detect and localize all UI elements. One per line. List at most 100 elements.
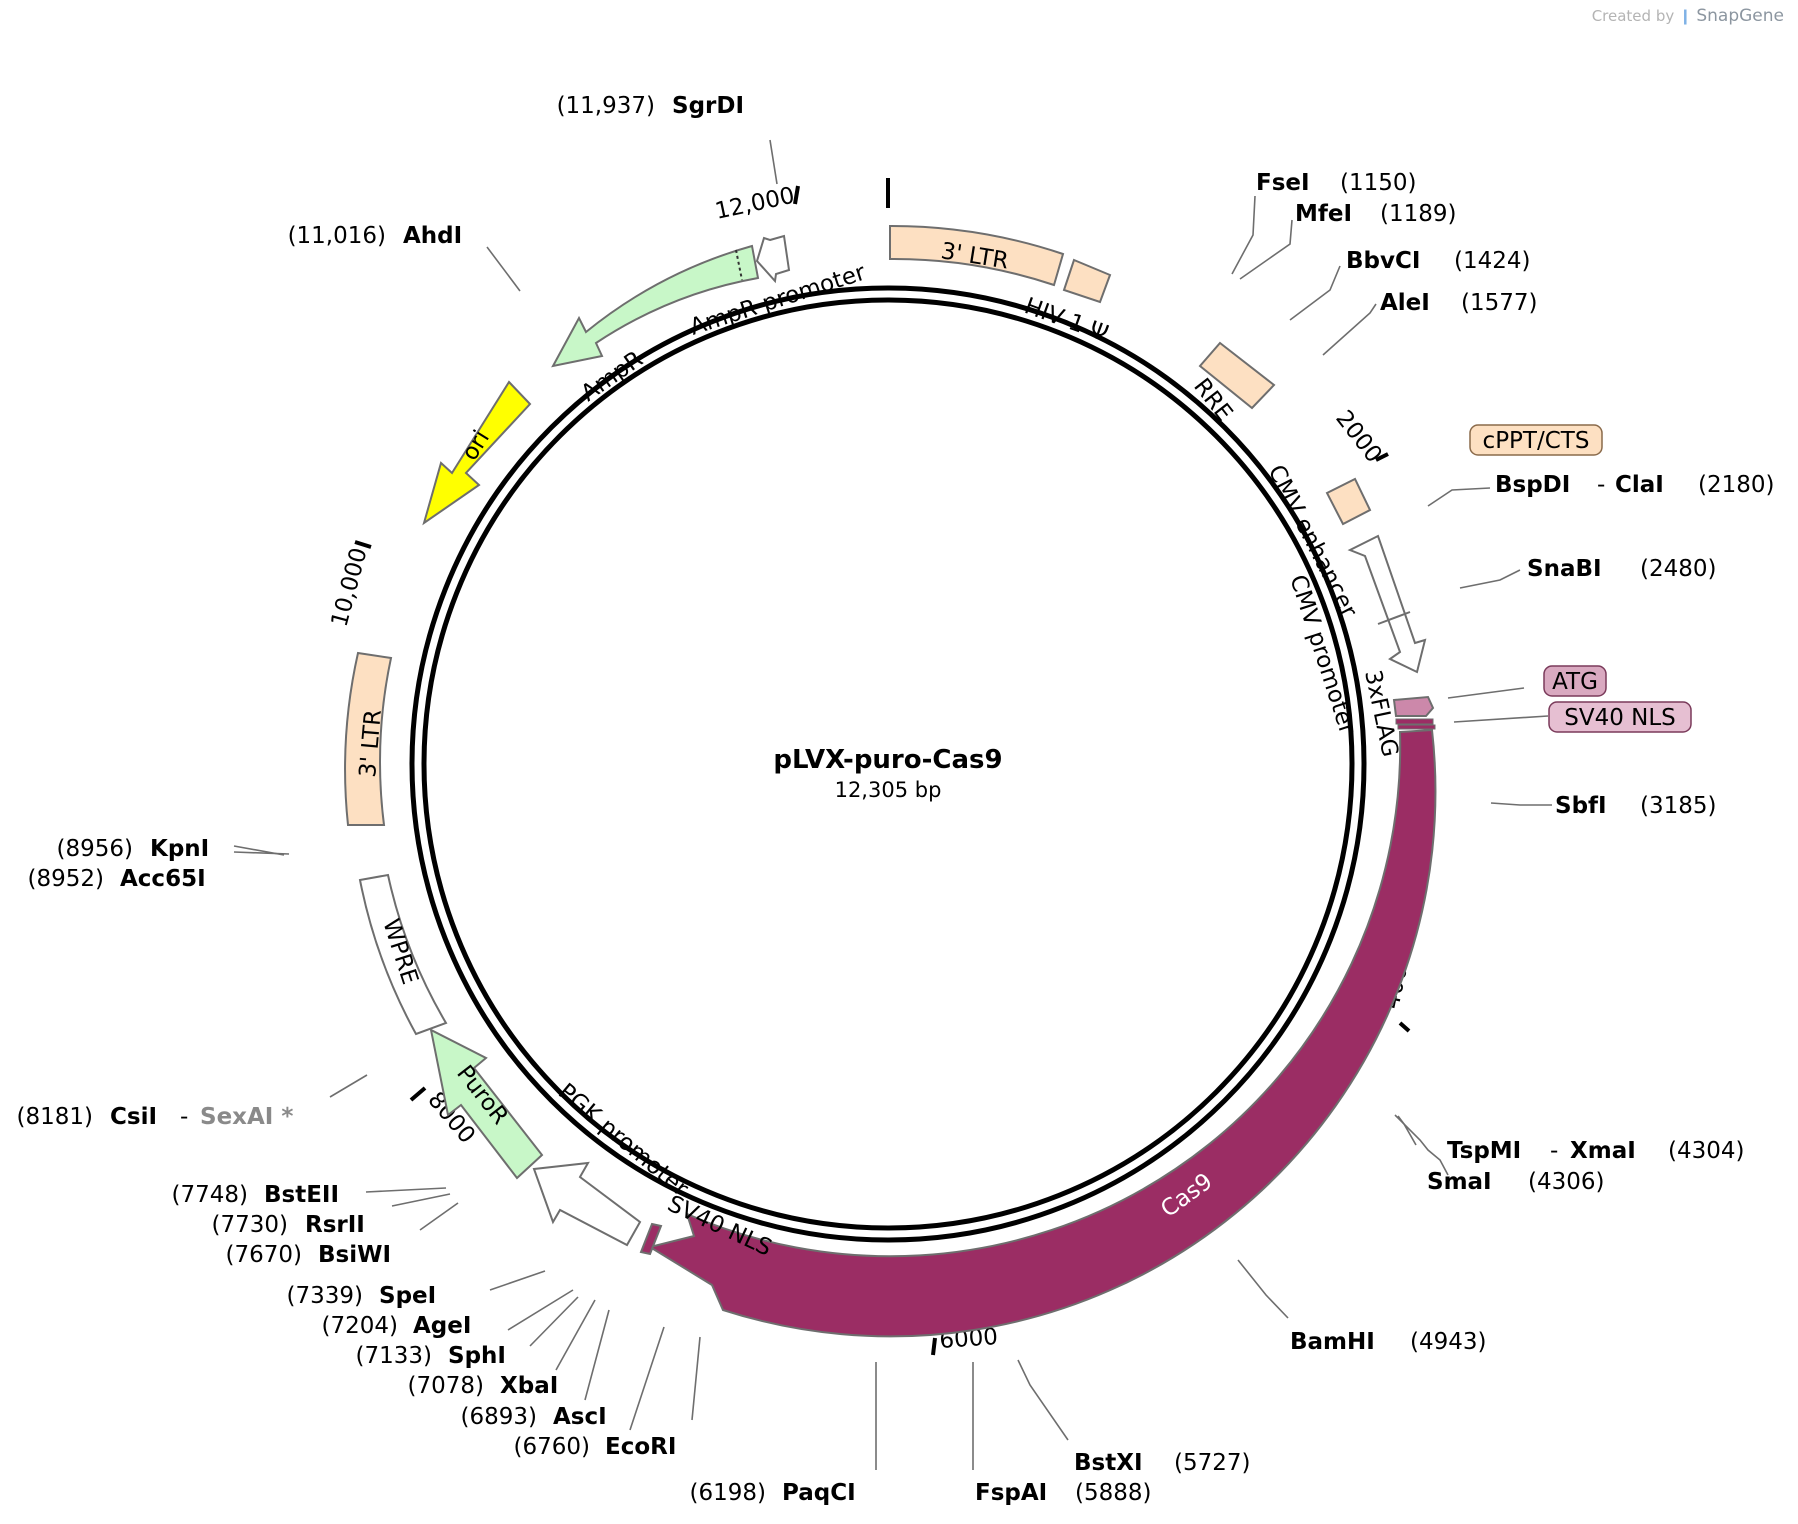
feature-ampr[interactable] (551, 244, 760, 368)
feature-hiv-psi[interactable] (1062, 258, 1112, 304)
svg-text:SmaI: SmaI (1427, 1169, 1492, 1195)
svg-text:RsrII: RsrII (305, 1212, 365, 1238)
svg-text:ATG: ATG (1552, 669, 1598, 695)
svg-text:(1424): (1424) (1454, 248, 1530, 274)
svg-text:XmaI: XmaI (1570, 1138, 1636, 1164)
boxed-label-atg: ATG (1543, 665, 1607, 697)
tick-6000 (931, 1337, 937, 1356)
enzyme-labels-left: (6198) PaqCI (6760) EcoRI (6893) AscI (7078… (17, 93, 856, 1506)
enzyme-fspai: FspAI(5888) (975, 1480, 1151, 1506)
feature-cas9[interactable] (647, 728, 1437, 1338)
enzyme-asci: (6893) AscI (461, 1404, 607, 1430)
enzyme-bspdi-clai: BspDI - ClaI (2180) (1495, 472, 1774, 498)
svg-text:FspAI: FspAI (975, 1480, 1047, 1506)
feature-ori[interactable] (422, 380, 532, 526)
enzyme-fsei: FseI (1150) (1256, 170, 1416, 196)
svg-text:BamHI: BamHI (1290, 1329, 1375, 1355)
feature-ampr-promoter[interactable] (755, 234, 791, 284)
ticks (354, 178, 1411, 1356)
svg-text:ClaI: ClaI (1615, 472, 1664, 498)
svg-text:(7204): (7204) (322, 1313, 398, 1339)
svg-text:SbfI: SbfI (1555, 793, 1607, 819)
feature-ltr-left[interactable] (344, 651, 393, 826)
svg-text:(5727): (5727) (1174, 1450, 1250, 1476)
enzyme-alei: AleI(1577) (1380, 290, 1537, 316)
svg-text:AleI: AleI (1380, 290, 1430, 316)
svg-text:(1150): (1150) (1340, 170, 1416, 196)
feature-nls-bottom[interactable] (639, 1222, 663, 1256)
plasmid-size: 12,305 bp (835, 778, 942, 802)
tick-10000 (354, 540, 372, 549)
feature-cppt[interactable] (1325, 477, 1372, 526)
svg-text:-: - (1597, 472, 1605, 498)
svg-text:(1189): (1189) (1380, 201, 1456, 227)
boxed-label-sv40nls: SV40 NLS (1548, 701, 1692, 733)
svg-text:FseI: FseI (1256, 170, 1310, 196)
svg-text:MfeI: MfeI (1295, 201, 1352, 227)
feature-puror[interactable] (429, 1028, 544, 1180)
enzyme-bbvci: BbvCI (1424) (1346, 248, 1530, 274)
feature-cmv-arrow[interactable] (1347, 534, 1427, 674)
enzyme-acc65i: (8952) Acc65I (28, 866, 206, 892)
feature-ampr-divider (735, 249, 743, 281)
enzyme-agei: (7204)AgeI (322, 1313, 472, 1339)
plasmid-name: pLVX-puro-Cas9 (773, 745, 1002, 775)
svg-text:KpnI: KpnI (150, 836, 209, 862)
svg-text:XbaI: XbaI (500, 1373, 558, 1399)
enzyme-bamhi: BamHI (4943) (1290, 1329, 1486, 1355)
svg-text:PaqCI: PaqCI (782, 1480, 856, 1506)
svg-text:(6198): (6198) (690, 1480, 766, 1506)
svg-text:(6760): (6760) (514, 1434, 590, 1460)
svg-text:AscI: AscI (553, 1404, 607, 1430)
enzyme-rsrii: (7730) RsrII (212, 1212, 365, 1238)
svg-text:-: - (1550, 1138, 1558, 1164)
svg-text:(4304): (4304) (1668, 1138, 1744, 1164)
tick-12000 (793, 185, 800, 205)
svg-text:(8952): (8952) (28, 866, 104, 892)
enzyme-smai: SmaI (4306) (1427, 1169, 1604, 1195)
enzyme-xbai: (7078) XbaI (408, 1373, 559, 1399)
svg-text:Acc65I: Acc65I (120, 866, 206, 892)
svg-text:cPPT/CTS: cPPT/CTS (1483, 428, 1590, 454)
svg-text:SgrDI: SgrDI (672, 93, 744, 119)
feature-3xflag[interactable] (1395, 718, 1434, 725)
enzyme-labels-right: FseI (1150) MfeI (1189) BbvCI (1424) AleI(1… (975, 170, 1774, 1506)
svg-text:AhdI: AhdI (403, 223, 462, 249)
enzyme-leader-lines (233, 139, 1552, 1470)
feature-rre[interactable] (1198, 341, 1276, 410)
svg-text:(7730): (7730) (212, 1212, 288, 1238)
tick-label-10000: 10,000 (327, 545, 373, 629)
svg-text:(7748): (7748) (172, 1182, 248, 1208)
enzyme-ecori: (6760) EcoRI (514, 1434, 677, 1460)
svg-text:CsiI: CsiI (110, 1104, 157, 1130)
enzyme-snabi: SnaBI(2480) (1527, 556, 1716, 582)
backbone-inner-circle (421, 297, 1355, 1231)
svg-text:(11,016): (11,016) (288, 223, 386, 249)
enzyme-spei: (7339)SpeI (287, 1283, 437, 1309)
enzyme-bsteii: (7748)BstEII (172, 1182, 340, 1208)
enzyme-kpni: (8956)KpnI (57, 836, 210, 862)
svg-text:BsiWI: BsiWI (318, 1242, 391, 1268)
enzyme-sbfi: SbfI(3185) (1555, 793, 1716, 819)
tick-4000 (1398, 1021, 1411, 1033)
svg-text:BbvCI: BbvCI (1346, 248, 1420, 274)
svg-text:(4306): (4306) (1528, 1169, 1604, 1195)
feature-pgk[interactable] (532, 1161, 642, 1247)
snapgene-logo-icon: ❙ (1679, 7, 1692, 25)
svg-text:(7670): (7670) (226, 1242, 302, 1268)
svg-text:(4943): (4943) (1410, 1329, 1486, 1355)
feature-atg[interactable] (1392, 695, 1435, 717)
svg-text:SpeI: SpeI (379, 1283, 436, 1309)
feature-nls-top[interactable] (1397, 724, 1436, 730)
svg-text:SexAI *: SexAI * (200, 1104, 293, 1130)
svg-text:EcoRI: EcoRI (605, 1434, 676, 1460)
enzyme-bsiwi: (7670) BsiWI (226, 1242, 392, 1268)
feature-ltr-left-label: 3' LTR (355, 709, 387, 779)
feature-wpre[interactable] (358, 873, 448, 1036)
feature-ltr-top[interactable] (889, 224, 1065, 287)
svg-text:BstXI: BstXI (1074, 1450, 1143, 1476)
svg-text:(7078): (7078) (408, 1373, 484, 1399)
svg-text:(6893): (6893) (461, 1404, 537, 1430)
svg-text:(8181): (8181) (17, 1104, 93, 1130)
